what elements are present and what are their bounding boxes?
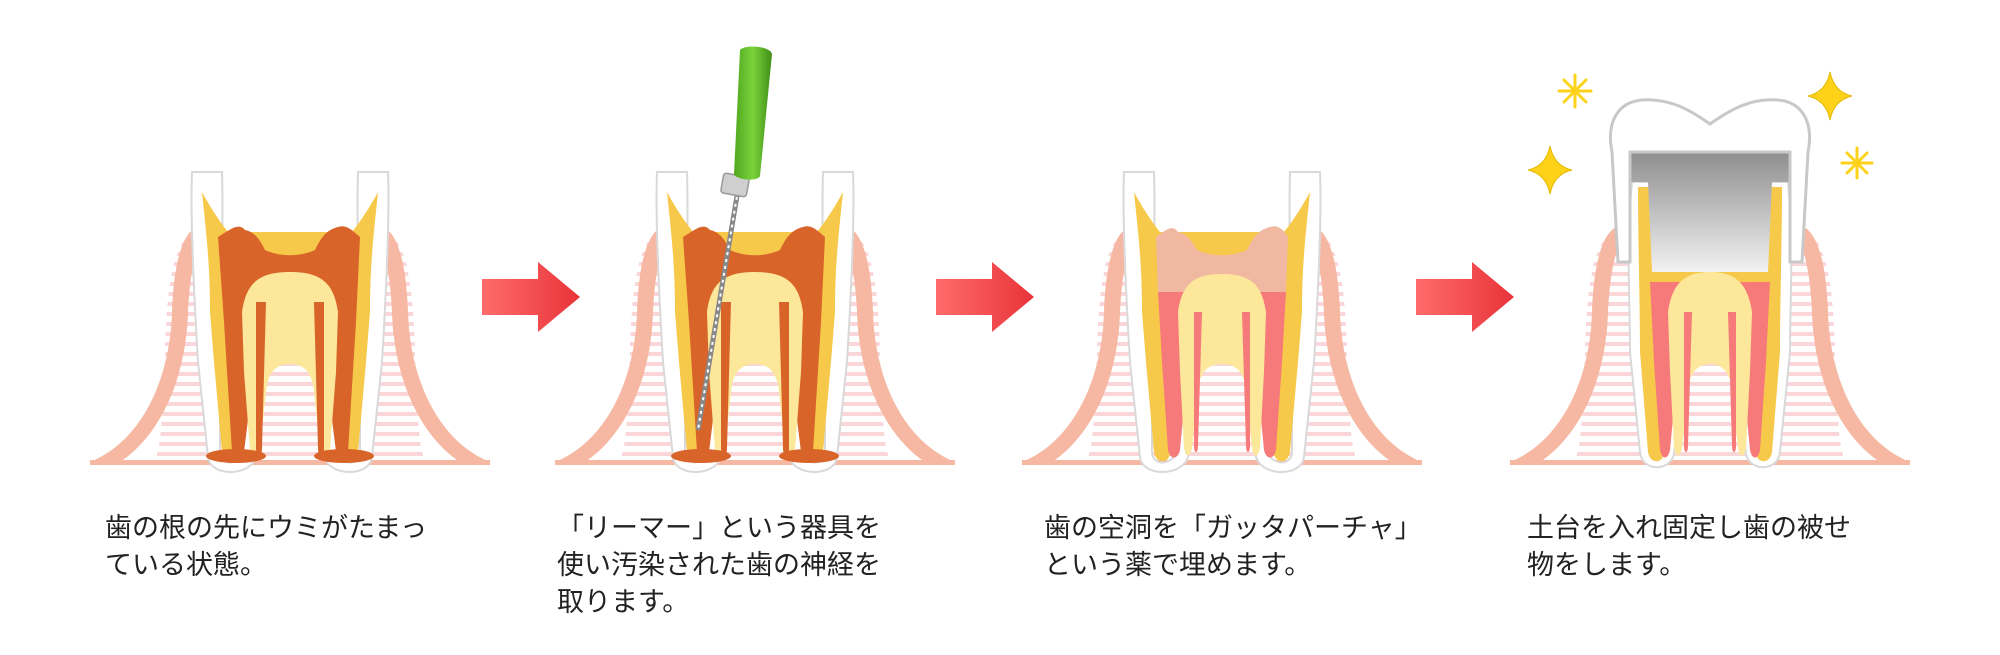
metal-post [1630,152,1790,272]
step-1-tooth [90,171,490,473]
canal [256,302,324,456]
step-2-caption: 「リーマー」という器具を 使い汚染された歯の神経を 取ります。 [557,513,881,618]
sparkle-icon [1527,71,1853,195]
arrow-right-icon [1416,262,1514,332]
arrow-right-icon [482,262,580,332]
canal [721,302,789,456]
reamer-icon [695,46,772,431]
crown-icon [1609,98,1811,264]
pus-left [671,449,731,463]
step-3-caption: 歯の空洞を「ガッタパーチャ」 という薬で埋めます。 [1044,513,1422,581]
pus-right [779,449,839,463]
arrow-right-icon [936,262,1034,332]
cavity-cement [1156,226,1288,292]
sparkle-icon [1557,73,1874,180]
step-1-caption: 歯の根の先にウミがたまっ ている状態。 [105,513,428,581]
inner-dentin [707,272,803,458]
inner-dentin [242,272,338,458]
step-3-tooth [1022,171,1422,473]
pus-right [314,449,374,463]
step-4-tooth [1510,98,1910,469]
pus-left [206,449,266,463]
step-2-tooth [555,171,955,473]
step-4-caption: 土台を入れ固定し歯の被せ 物をします。 [1527,513,1851,581]
